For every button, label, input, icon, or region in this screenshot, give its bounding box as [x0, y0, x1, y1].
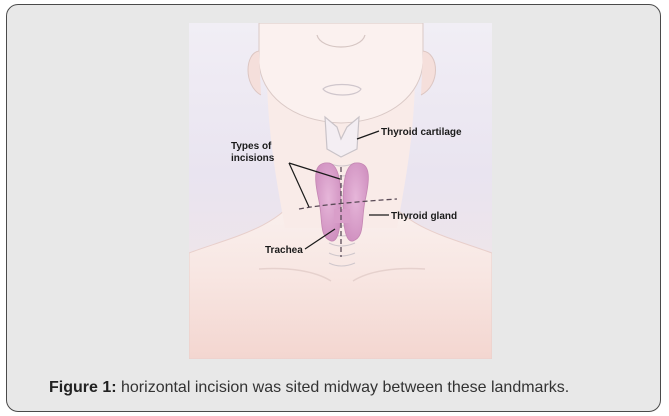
thyroid-diagram: Thyroid cartilage Types of incisions Thy…: [189, 23, 492, 359]
neck-anatomy-illustration: Thyroid cartilage Types of incisions Thy…: [189, 23, 492, 359]
label-types-of-incisions-line2: incisions: [231, 153, 275, 164]
label-trachea: Trachea: [265, 245, 303, 256]
figure-caption: Figure 1: horizontal incision was sited …: [49, 377, 649, 398]
label-thyroid-cartilage: Thyroid cartilage: [381, 127, 462, 138]
figure-container: Thyroid cartilage Types of incisions Thy…: [6, 4, 661, 412]
thyroid-isthmus: [334, 209, 350, 223]
label-thyroid-gland: Thyroid gland: [391, 211, 457, 222]
figure-caption-text: horizontal incision was sited midway bet…: [117, 379, 570, 396]
label-types-of-incisions-line1: Types of: [231, 141, 272, 152]
figure-caption-label: Figure 1:: [49, 379, 117, 396]
